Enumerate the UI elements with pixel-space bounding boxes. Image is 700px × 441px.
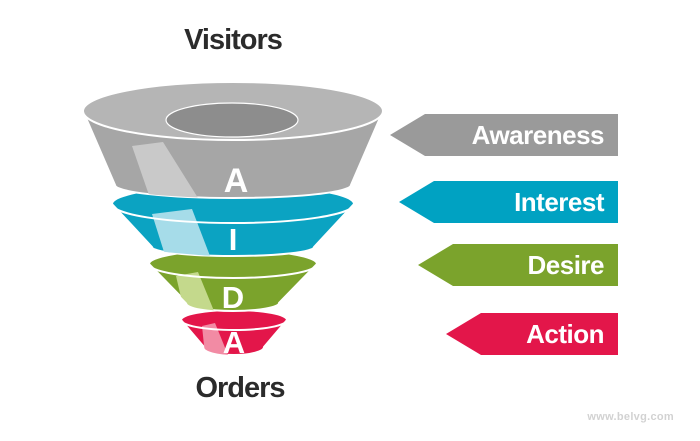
funnel-letter-interest: I xyxy=(229,222,238,257)
desire-arrow-label: Desire xyxy=(528,250,605,280)
funnel-letter-action: A xyxy=(223,325,245,360)
funnel-letter-desire: D xyxy=(222,280,244,315)
funnel-bottom-label: Orders xyxy=(195,372,285,404)
funnel-stage-interest-layer: I xyxy=(111,184,355,257)
action-arrow xyxy=(446,313,618,355)
desire-arrow xyxy=(418,244,618,286)
funnel-top-label: Visitors xyxy=(184,24,283,56)
funnel-stage-awareness-layer: A xyxy=(82,81,384,200)
desire-rim-arc xyxy=(148,263,318,279)
action-rim-arc xyxy=(180,319,288,331)
awareness-arrow-label: Awareness xyxy=(472,120,604,150)
interest-arrow-label: Interest xyxy=(514,187,605,217)
awareness-highlight-facet xyxy=(132,142,198,198)
interest-arrow xyxy=(399,181,618,223)
awareness-arrow xyxy=(390,114,618,156)
funnel-letter-awareness: A xyxy=(224,162,249,200)
stage-arrows: Awareness Interest Desire Action xyxy=(390,114,618,355)
interest-rim-arc xyxy=(111,203,355,224)
funnel-stage-action-layer: A xyxy=(180,309,288,360)
action-arrow-label: Action xyxy=(526,319,604,349)
funnel-top-hole xyxy=(165,102,299,138)
action-highlight-facet xyxy=(202,323,228,355)
watermark-text: www.belvg.com xyxy=(587,411,674,423)
funnel-stage-desire-layer: D xyxy=(148,249,318,315)
desire-highlight-facet xyxy=(176,272,214,311)
